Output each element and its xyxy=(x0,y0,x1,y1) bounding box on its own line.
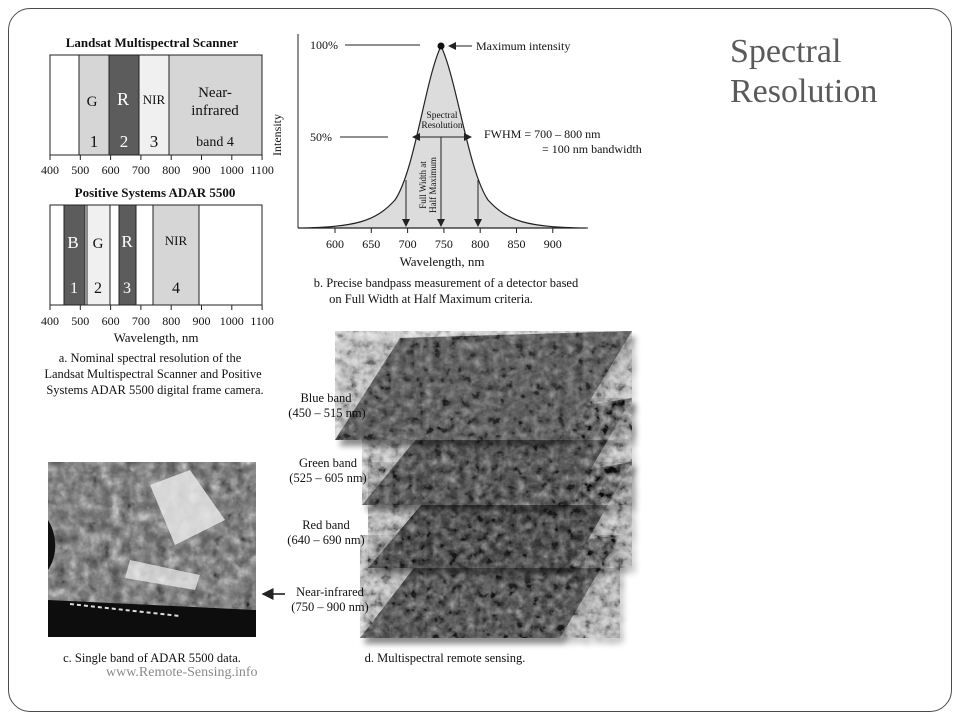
adar-tick-label: 600 xyxy=(102,314,120,328)
panel-b: Intensity 100% 50% Maximum intensity Spe… xyxy=(270,34,642,306)
adar-band-nir xyxy=(152,204,200,306)
adar-band-g-label: G xyxy=(93,236,104,252)
landsat-tick-label: 500 xyxy=(71,163,89,177)
landsat-heading: Landsat Multispectral Scanner xyxy=(66,35,239,50)
landsat-band-3-number: 3 xyxy=(150,132,159,151)
image-lot xyxy=(125,560,200,590)
landsat-band-2-number: 2 xyxy=(120,132,129,151)
panel-a-caption-1: a. Nominal spectral resolution of the xyxy=(59,351,242,365)
footer-url: www.Remote-Sensing.info xyxy=(106,665,258,680)
panel-b-tick-label: 900 xyxy=(544,237,562,251)
slide-title: Spectral Resolution xyxy=(730,32,877,112)
red-band-name: Red band xyxy=(302,518,350,532)
panel-d-caption: d. Multispectral remote sensing. xyxy=(365,651,526,665)
fwhm-line-2: = 100 nm bandwidth xyxy=(542,142,642,156)
title-line-2: Resolution xyxy=(730,73,878,110)
panel-b-tick-label: 800 xyxy=(471,237,489,251)
blue-band-name: Blue band xyxy=(300,391,352,405)
panel-b-ticks: 600 650 700 750 800 850 900 xyxy=(326,228,562,251)
landsat-tick-label: 800 xyxy=(162,163,180,177)
adar-ticks: 400 500 600 700 800 900 1000 1100 xyxy=(41,305,274,328)
fwhm-vertical-1: Full Width at xyxy=(418,161,428,209)
red-band-range: (640 – 690 nm) xyxy=(287,533,364,547)
nir-band-name: Near-infrared xyxy=(296,585,365,599)
landsat-band-4-label: Near- xyxy=(198,85,232,101)
landsat-band-4-number: band 4 xyxy=(196,135,234,150)
green-band-name: Green band xyxy=(299,456,358,470)
blue-band-range: (450 – 515 nm) xyxy=(288,406,365,420)
panel-b-caption-1: b. Precise bandpass measurement of a det… xyxy=(314,276,579,290)
fwhm-line-1: FWHM = 700 – 800 nm xyxy=(484,127,601,141)
landsat-band-r-label: R xyxy=(117,89,129,109)
landsat-tick-label: 700 xyxy=(132,163,150,177)
intensity-label: Intensity xyxy=(270,114,284,156)
panel-b-tick-label: 600 xyxy=(326,237,344,251)
panel-a: Landsat Multispectral Scanner G R NIR Ne… xyxy=(41,35,274,397)
adar-tick-label: 800 xyxy=(162,314,180,328)
layer-blue xyxy=(335,331,632,440)
panel-c-caption: c. Single band of ADAR 5500 data. xyxy=(63,651,241,665)
adar-tick-label: 400 xyxy=(41,314,59,328)
green-band-range: (525 – 605 nm) xyxy=(289,471,366,485)
panel-b-xlabel: Wavelength, nm xyxy=(400,254,485,269)
max-intensity-label: Maximum intensity xyxy=(476,39,570,53)
nir-band-range: (750 – 900 nm) xyxy=(291,600,368,614)
landsat-band-g-label: G xyxy=(87,94,98,110)
landsat-tick-label: 400 xyxy=(41,163,59,177)
y100-label: 100% xyxy=(310,38,338,52)
panel-b-tick-label: 850 xyxy=(508,237,526,251)
adar-band-nir-label: NIR xyxy=(165,233,188,248)
landsat-band-nir-label: NIR xyxy=(143,92,166,107)
panel-b-caption-2: on Full Width at Half Maximum criteria. xyxy=(329,292,533,306)
adar-tick-label: 700 xyxy=(132,314,150,328)
adar-tick-label: 1000 xyxy=(220,314,244,328)
panel-b-tick-label: 700 xyxy=(399,237,417,251)
panel-b-tick-label: 750 xyxy=(435,237,453,251)
fwhm-vertical-2: Half Maximum xyxy=(428,157,438,213)
adar-tick-label: 900 xyxy=(193,314,211,328)
adar-band-4-number: 4 xyxy=(172,280,180,297)
max-point xyxy=(437,42,445,50)
image-pier xyxy=(69,603,181,617)
title-line-1: Spectral xyxy=(730,33,842,70)
spectral-res-label-1: Spectral xyxy=(426,111,457,121)
landsat-band-1-number: 1 xyxy=(90,132,99,151)
landsat-tick-label: 1100 xyxy=(250,163,274,177)
landsat-ticks: 400 500 600 700 800 900 1000 1100 xyxy=(41,155,274,177)
panel-a-caption-3: Systems ADAR 5500 digital frame camera. xyxy=(46,383,263,397)
adar-band-r-label: R xyxy=(121,232,133,251)
landsat-band-4 xyxy=(168,54,263,156)
landsat-tick-label: 900 xyxy=(193,163,211,177)
panel-a-caption-2: Landsat Multispectral Scanner and Positi… xyxy=(44,367,262,381)
adar-band-b-label: B xyxy=(67,233,78,252)
panel-d: Blue band (450 – 515 nm) Green band (525… xyxy=(287,331,632,665)
adar-band-3-number: 3 xyxy=(123,280,131,297)
panel-b-tick-label: 650 xyxy=(362,237,380,251)
panel-a-xlabel: Wavelength, nm xyxy=(114,330,199,345)
landsat-band-r xyxy=(108,54,140,156)
adar-tick-label: 500 xyxy=(71,314,89,328)
image-building xyxy=(150,470,225,545)
image-water-left xyxy=(48,520,56,570)
landsat-tick-label: 600 xyxy=(102,163,120,177)
landsat-band-nir xyxy=(138,54,170,156)
adar-heading: Positive Systems ADAR 5500 xyxy=(75,185,236,200)
adar-band-2-number: 2 xyxy=(94,280,102,297)
adar-band-1-number: 1 xyxy=(70,280,78,297)
landsat-tick-label: 1000 xyxy=(220,163,244,177)
adar-tick-label: 1100 xyxy=(250,314,274,328)
spectral-res-label-2: Resolution xyxy=(421,121,462,131)
landsat-band-4-label-2: infrared xyxy=(191,103,239,119)
image-water-bottom xyxy=(48,600,256,637)
y50-label: 50% xyxy=(310,130,332,144)
panel-c: c. Single band of ADAR 5500 data. xyxy=(48,462,285,665)
